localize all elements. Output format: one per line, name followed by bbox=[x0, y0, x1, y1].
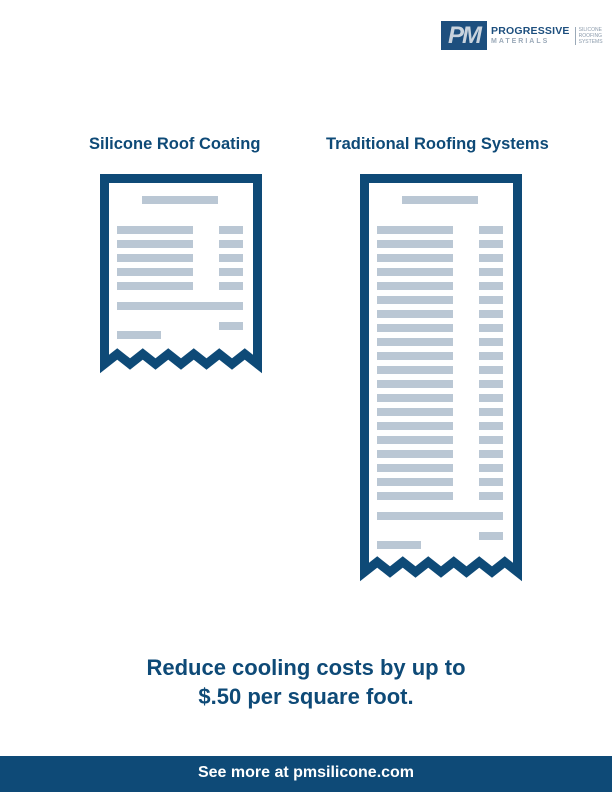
footer-bar: See more at pmsilicone.com bbox=[0, 756, 612, 792]
line-item-bar bbox=[377, 226, 453, 234]
total-label-bar bbox=[117, 331, 161, 339]
line-price-bar bbox=[479, 478, 503, 486]
line-item-bar bbox=[117, 268, 193, 276]
line-item-bar bbox=[377, 478, 453, 486]
tagline-1: SILICONE bbox=[578, 26, 602, 33]
line-price-bar bbox=[479, 436, 503, 444]
receipt-outline bbox=[360, 174, 522, 582]
line-item-bar bbox=[377, 380, 453, 388]
line-item-bar bbox=[117, 282, 193, 290]
logo-tagline: SILICONE ROOFING SYSTEMS bbox=[574, 26, 603, 45]
line-item-bar bbox=[377, 338, 453, 346]
receipt-title-bar bbox=[402, 196, 478, 204]
line-item-bar bbox=[377, 366, 453, 374]
logo-mark: PM bbox=[441, 21, 487, 50]
line-item-bar bbox=[117, 240, 193, 248]
total-price-bar bbox=[479, 532, 503, 540]
line-price-bar bbox=[479, 464, 503, 472]
line-price-bar bbox=[219, 226, 243, 234]
total-price-bar bbox=[219, 322, 243, 330]
line-item-bar bbox=[377, 282, 453, 290]
line-item-bar bbox=[377, 310, 453, 318]
line-item-bar bbox=[377, 492, 453, 500]
line-item-bar bbox=[377, 240, 453, 248]
line-price-bar bbox=[479, 450, 503, 458]
line-item-bar bbox=[377, 352, 453, 360]
line-price-bar bbox=[219, 268, 243, 276]
line-price-bar bbox=[219, 254, 243, 262]
line-item-bar bbox=[377, 296, 453, 304]
line-item-bar bbox=[377, 394, 453, 402]
line-price-bar bbox=[479, 240, 503, 248]
line-price-bar bbox=[479, 268, 503, 276]
line-price-bar bbox=[479, 492, 503, 500]
line-price-bar bbox=[479, 296, 503, 304]
line-price-bar bbox=[479, 338, 503, 346]
line-price-bar bbox=[479, 226, 503, 234]
callout-line1: Reduce cooling costs by up to bbox=[146, 655, 466, 680]
line-item-bar bbox=[377, 408, 453, 416]
line-price-bar bbox=[479, 254, 503, 262]
line-price-bar bbox=[219, 282, 243, 290]
line-price-bar bbox=[479, 408, 503, 416]
traditional-heading: Traditional Roofing Systems bbox=[326, 135, 549, 153]
line-item-bar bbox=[377, 268, 453, 276]
logo-wordmark: PROGRESSIVE MATERIALS bbox=[491, 26, 570, 46]
line-item-bar bbox=[377, 450, 453, 458]
line-price-bar bbox=[479, 380, 503, 388]
silicone-receipt-icon bbox=[100, 174, 262, 374]
line-item-bar bbox=[117, 254, 193, 262]
traditional-receipt-icon bbox=[360, 174, 522, 582]
tagline-2: ROOFING bbox=[578, 32, 602, 39]
line-price-bar bbox=[479, 352, 503, 360]
line-item-bar bbox=[377, 324, 453, 332]
total-label-bar bbox=[377, 541, 421, 549]
line-price-bar bbox=[479, 366, 503, 374]
company-logo: PM PROGRESSIVE MATERIALS SILICONE ROOFIN… bbox=[441, 21, 603, 50]
line-item-bar bbox=[377, 436, 453, 444]
subtotal-bar bbox=[377, 512, 503, 520]
line-item-bar bbox=[377, 464, 453, 472]
logo-name-line2: MATERIALS bbox=[491, 38, 550, 46]
line-price-bar bbox=[479, 422, 503, 430]
subtotal-bar bbox=[117, 302, 243, 310]
callout-line2: $.50 per square foot. bbox=[198, 684, 414, 709]
logo-name-line1: PROGRESSIVE bbox=[491, 24, 570, 37]
line-price-bar bbox=[479, 282, 503, 290]
line-price-bar bbox=[219, 240, 243, 248]
line-price-bar bbox=[479, 324, 503, 332]
tagline-3: SYSTEMS bbox=[578, 38, 603, 45]
savings-callout: Reduce cooling costs by up to $.50 per s… bbox=[0, 653, 612, 711]
receipt-title-bar bbox=[142, 196, 218, 204]
footer-link[interactable]: See more at pmsilicone.com bbox=[197, 764, 415, 781]
line-item-bar bbox=[117, 226, 193, 234]
line-price-bar bbox=[479, 310, 503, 318]
line-item-bar bbox=[377, 254, 453, 262]
line-item-bar bbox=[377, 422, 453, 430]
line-price-bar bbox=[479, 394, 503, 402]
silicone-heading: Silicone Roof Coating bbox=[89, 135, 261, 153]
